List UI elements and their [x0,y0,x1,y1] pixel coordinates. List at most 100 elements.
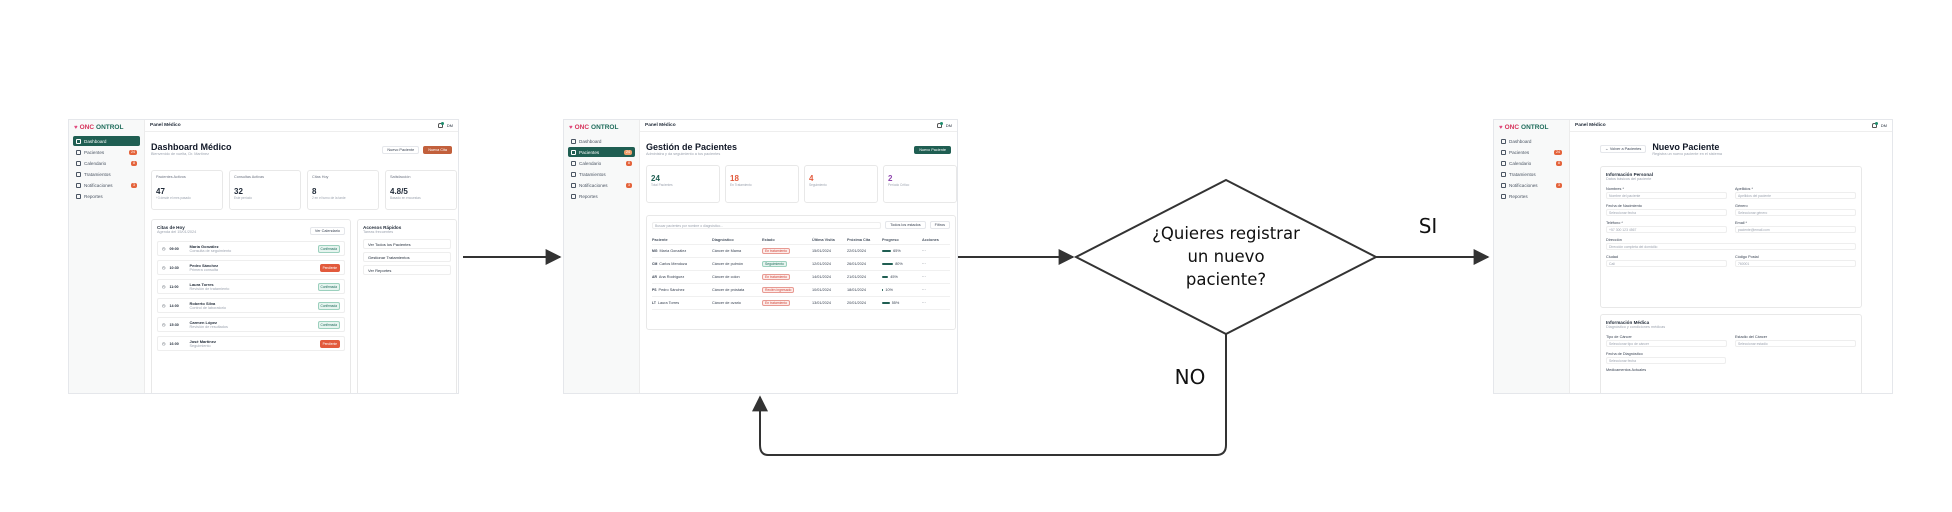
status-cell: Seguimiento [762,261,812,267]
progress-cell: 45% [882,275,922,279]
new-appointment-button[interactable]: Nueva Cita [423,146,452,154]
sidebar-item-dashboard[interactable]: Dashboard [73,136,140,146]
new-patient-button[interactable]: Nuevo Paciente [914,146,951,154]
appointment-time: 15:30 [169,322,179,327]
filters-button[interactable]: Filtros [929,221,950,229]
column-header: Paciente [652,237,668,242]
row-actions-icon[interactable]: ··· [922,288,926,292]
row-actions-icon[interactable]: ··· [922,301,926,305]
sidebar-item-reportes[interactable]: Reportes [568,191,635,201]
appointment-time: 11:00 [169,284,179,289]
sidebar-item-label: Reportes [84,193,103,199]
sidebar-item-dashboard[interactable]: Dashboard [568,136,635,146]
last-visit-cell: 12/01/2024 [812,262,832,266]
diagnosis-date-input[interactable]: Seleccionar fecha [1606,357,1726,364]
sidebar-item-tratamientos[interactable]: Tratamientos [1498,169,1565,179]
medical-info-card: Información Médica Diagnóstico y condici… [1600,314,1862,393]
field-input[interactable]: +57 300 123 4567 [1606,226,1727,233]
field-select[interactable]: Seleccionar estadio [1735,340,1856,347]
field-input[interactable]: Dirección completa del domicilio [1606,243,1856,250]
patient-initials: AR [652,275,657,279]
new-patient-button[interactable]: Nuevo Paciente [382,146,420,154]
back-button[interactable]: ← Volver a Pacientes [1600,145,1647,153]
field-select[interactable]: Seleccionar tipo de cáncer [1606,340,1727,347]
row-actions-icon[interactable]: ··· [922,262,926,266]
progress-bar [882,289,884,291]
sidebar-item-tratamientos[interactable]: Tratamientos [73,169,140,179]
field-input[interactable]: Seleccionar género [1735,209,1856,216]
status-badge: Confirmada [317,301,340,310]
home-icon [1501,138,1506,144]
bell-icon[interactable] [1871,122,1878,128]
appointment-time-block: 15:30 [170,323,186,327]
bell-icon[interactable] [936,122,943,128]
quick-access-item[interactable]: Ver Reportes [363,265,451,275]
column-header: Última Visita [812,237,835,242]
sidebar-item-reportes[interactable]: Reportes [73,191,140,201]
status-filter[interactable]: Todos los estados [885,221,926,229]
field-input[interactable]: Apellidos del paciente [1735,192,1856,199]
field-input[interactable]: Seleccionar fecha [1606,209,1727,216]
yes-label: SI [1418,214,1438,238]
sidebar-badge: 8 [1556,160,1562,166]
field-input[interactable]: 760001 [1735,260,1856,267]
field-input[interactable]: paciente@email.com [1735,226,1856,233]
sidebar-item-reportes[interactable]: Reportes [1498,191,1565,201]
field-input[interactable]: Nombre del paciente [1606,192,1727,199]
stat-note: Este período [234,196,253,200]
sidebar-item-tratamientos[interactable]: Tratamientos [568,169,635,179]
view-calendar-button[interactable]: Ver Calendario [309,227,345,235]
appointment-time-block: 10:30 [170,266,186,270]
progress-value: 80% [895,262,903,266]
patient-name: Pedro Sánchez [658,288,685,292]
patient-name: Ana Rodríguez [658,275,685,279]
quick-access-item[interactable]: Gestionar Tratamientos [363,252,451,262]
quick-access-item[interactable]: Ver Todos los Pacientes [363,239,451,249]
bell-icon[interactable] [437,122,444,128]
clock-icon: ◷ [162,322,166,327]
field-label: Ciudad [1606,255,1619,259]
stat-value: 4 [809,174,814,183]
row-actions-icon[interactable]: ··· [922,249,926,253]
column-header: Diagnóstico [712,237,734,242]
search-input[interactable]: Buscar pacientes por nombre o diagnóstic… [652,221,882,229]
patient-initials: CM [652,262,658,266]
stat-label: En Tratamiento [730,183,752,187]
row-actions-icon[interactable]: ··· [922,275,926,279]
sidebar-item-label: Tratamientos [1509,171,1536,177]
field-input[interactable]: Cali [1606,260,1727,267]
status-badge: Confirmada [317,282,340,291]
sidebar-item-dashboard[interactable]: Dashboard [1498,136,1565,146]
